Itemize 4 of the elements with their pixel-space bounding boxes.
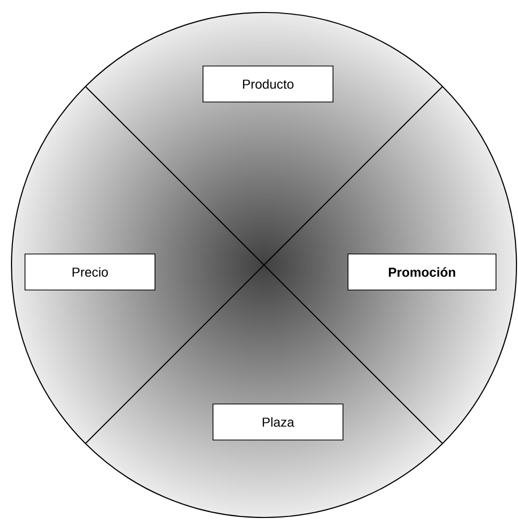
label-box: Producto	[202, 66, 334, 102]
label-box: Promoción	[348, 254, 496, 290]
label-box: Precio	[24, 254, 156, 290]
label-box: Plaza	[212, 404, 344, 440]
